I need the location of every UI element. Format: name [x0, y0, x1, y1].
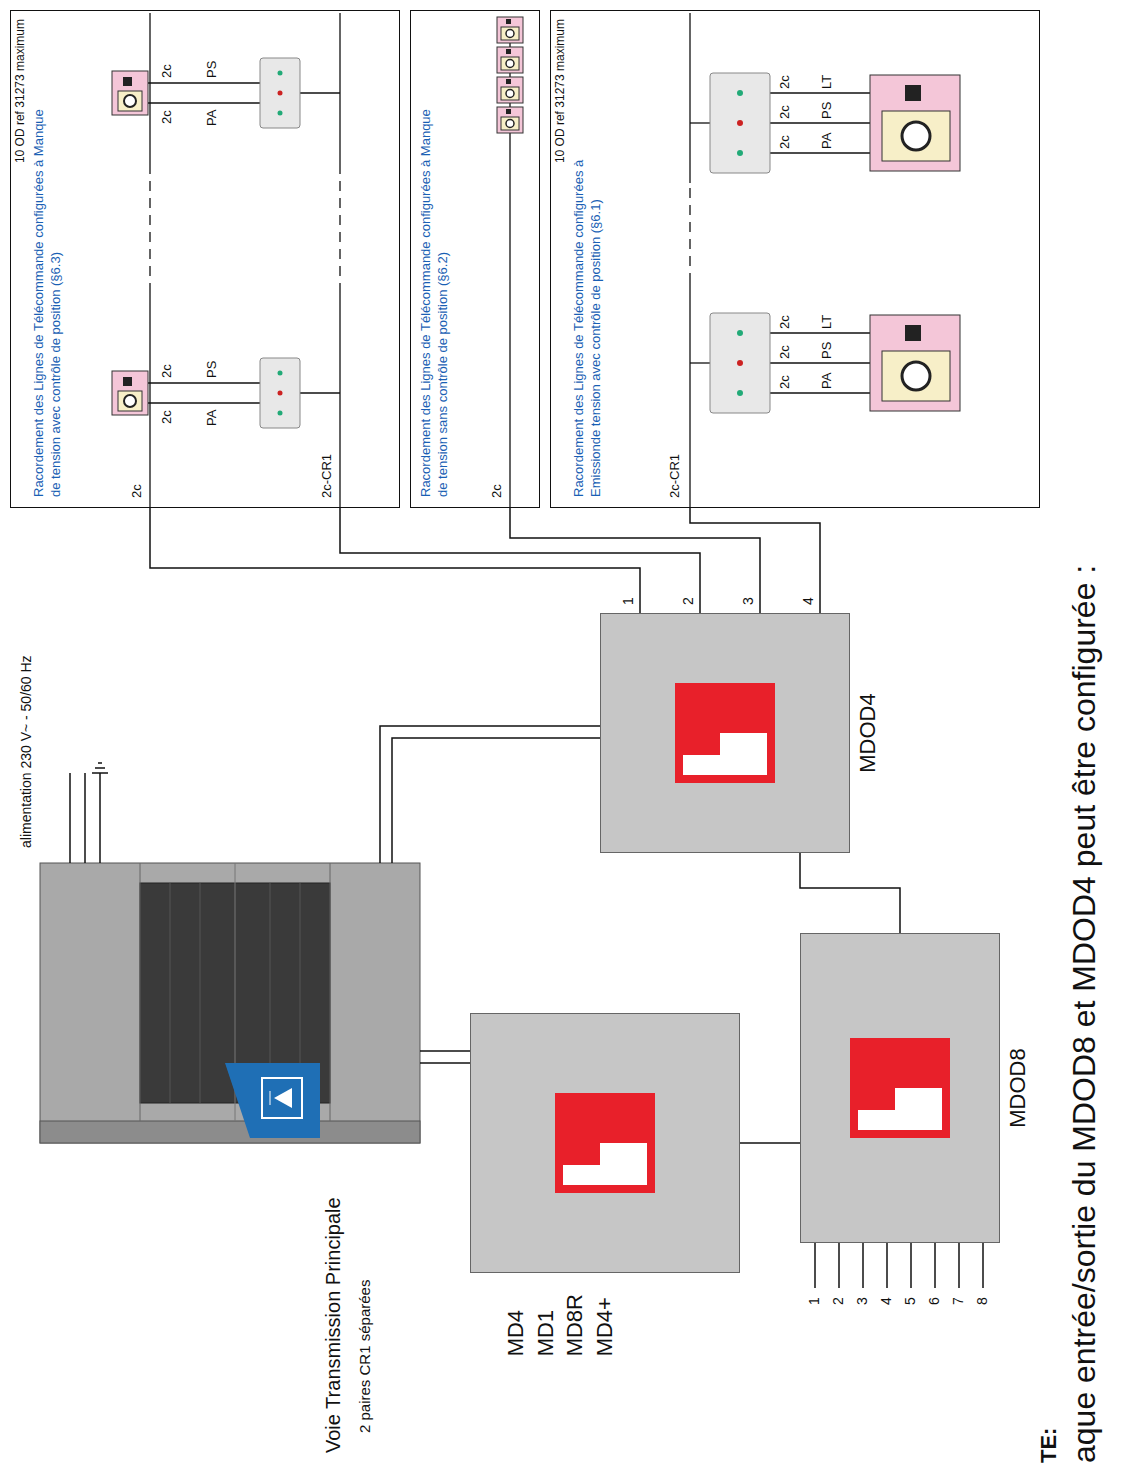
wiring-panel: Racordement des Lignes de Télécommande c…	[10, 10, 400, 508]
pin-number: 8	[974, 1297, 990, 1305]
module-name: MD4 MD1 MD8R MD4+	[501, 1294, 620, 1356]
panel3-wiring	[690, 13, 870, 508]
module-bodies	[470, 613, 1000, 1273]
wire-label: 2c	[490, 484, 505, 498]
panel-title: Racordement des Lignes de Télécommande c…	[571, 97, 605, 497]
signal-label: PS	[205, 61, 220, 78]
signal-label: PA	[205, 410, 220, 426]
panel-title: Racordement des Lignes de Télécommande c…	[418, 97, 452, 497]
panel3-devices	[710, 73, 960, 413]
wiring-panel: Racordement des Lignes de Télécommande c…	[550, 10, 1040, 508]
wire-connector	[800, 853, 900, 933]
signal-label: 2c	[778, 75, 793, 89]
signal-label: PA	[205, 110, 220, 126]
signal-label: 2c	[778, 315, 793, 329]
wire-connector	[690, 508, 820, 613]
pin-number: 3	[854, 1297, 870, 1305]
pin-number: 7	[950, 1297, 966, 1305]
signal-label: 2c	[160, 110, 175, 124]
pin-number: 2	[680, 597, 696, 605]
signal-label: PA	[820, 133, 835, 149]
panel1-devices	[112, 58, 300, 428]
pin-number: 6	[926, 1297, 942, 1305]
pin-number: 5	[902, 1297, 918, 1305]
signal-label: LT	[820, 75, 835, 89]
module-name: MDOD8	[1005, 934, 1031, 1242]
panel2-wiring	[497, 17, 523, 508]
module-box: MD4 MD1 MD8R MD4+	[470, 1013, 740, 1273]
module-name: MDOD4	[855, 614, 881, 852]
pin-number: 3	[740, 597, 756, 605]
pin-number: 4	[878, 1297, 894, 1305]
signal-label: 2c	[778, 135, 793, 149]
signal-label: 2c	[160, 410, 175, 424]
signal-label: 2c	[778, 375, 793, 389]
wire-label: 2c	[130, 484, 145, 498]
capacity-note: 10 OD ref 31273 maximum	[13, 19, 27, 163]
signal-label: 2c	[778, 105, 793, 119]
signal-label: 2c	[160, 364, 175, 378]
signal-label: PS	[820, 342, 835, 359]
channel-label: Voie Transmission Principale	[322, 1197, 345, 1453]
wire-connector	[340, 508, 700, 613]
signal-label: 2c	[160, 64, 175, 78]
channel-label: 2 paires CR1 séparées	[356, 1280, 373, 1433]
pin-number: 4	[800, 597, 816, 605]
pin-number: 1	[620, 597, 636, 605]
capacity-note: 10 OD ref 31273 maximum	[553, 19, 567, 163]
mdod8-pins	[815, 1243, 983, 1288]
note-heading: TE:	[1036, 1428, 1061, 1463]
central-unit	[40, 863, 420, 1143]
module-box: MDOD8	[800, 933, 1000, 1243]
wire-connector	[740, 1142, 800, 1144]
pin-number: 1	[806, 1297, 822, 1305]
pin-number: 2	[830, 1297, 846, 1305]
wire-connector	[150, 508, 640, 613]
power-wires	[70, 763, 108, 863]
note-text: aque entrée/sortie du MDOD8 et MDOD4 peu…	[1066, 565, 1103, 1463]
signal-label: PS	[205, 361, 220, 378]
wire-label: 2c-CR1	[668, 454, 683, 498]
signal-label: 2c	[778, 345, 793, 359]
wire-label: 2c-CR1	[320, 454, 335, 498]
module-box: MDOD4	[600, 613, 850, 853]
supply-label: alimentation 230 V~ - 50/60 Hz	[18, 655, 34, 848]
wiring-panel: Racordement des Lignes de Télécommande c…	[410, 10, 540, 508]
signal-label: PA	[820, 373, 835, 389]
panel1-wiring	[148, 13, 340, 508]
signal-label: PS	[820, 102, 835, 119]
signal-label: LT	[820, 315, 835, 329]
panel-title: Racordement des Lignes de Télécommande c…	[31, 97, 65, 497]
